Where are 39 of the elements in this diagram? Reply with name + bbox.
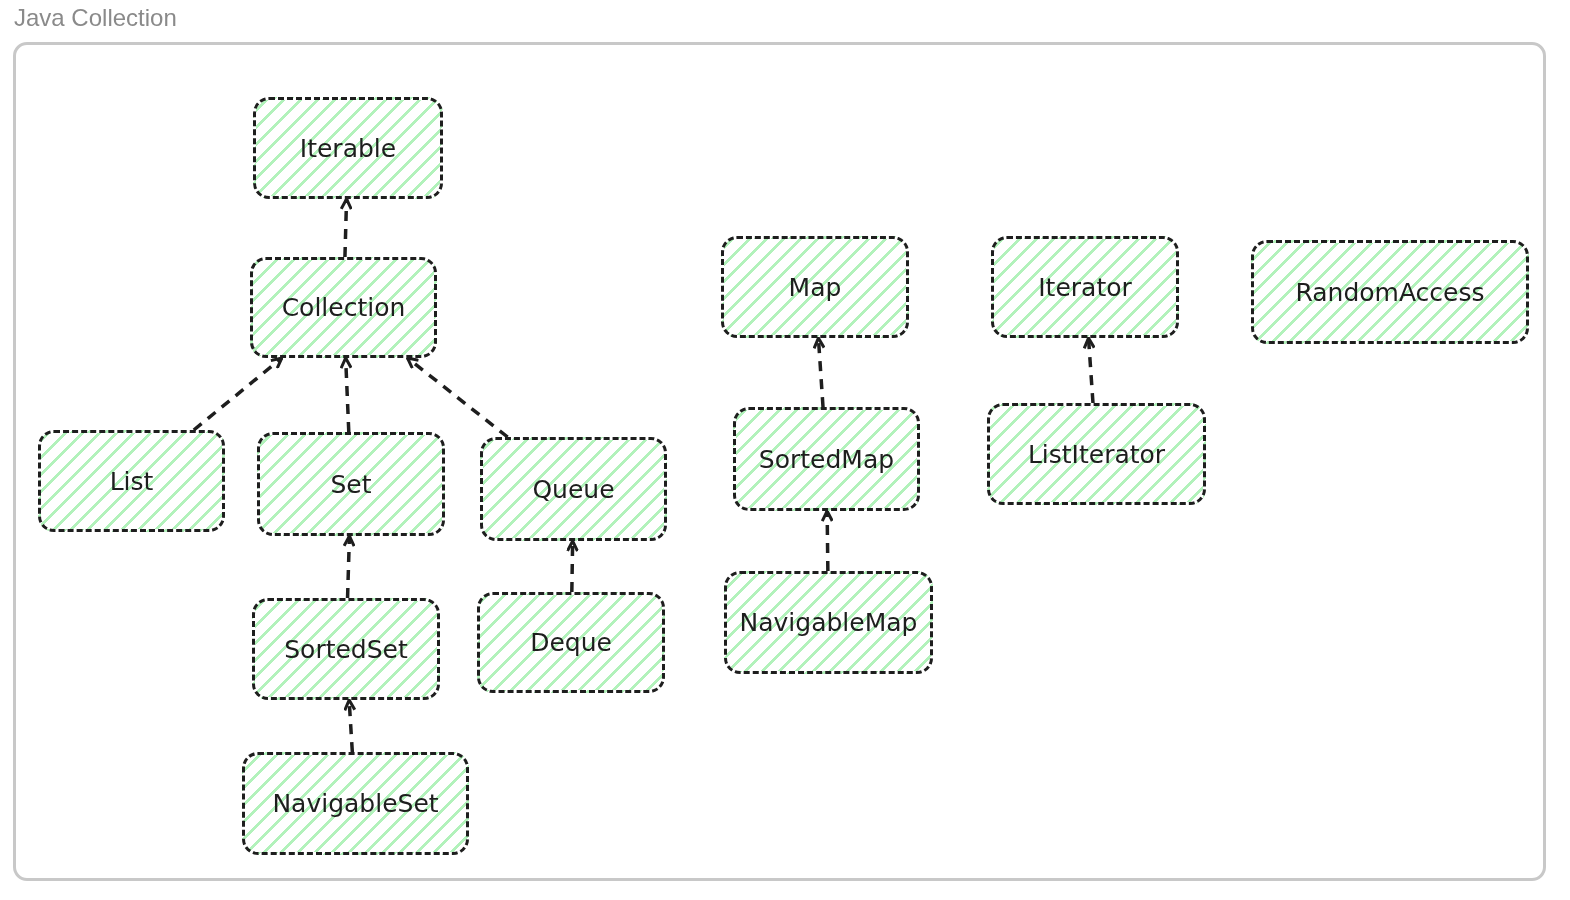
diagram-title: Java Collection bbox=[14, 4, 177, 32]
interface-name: Map bbox=[788, 272, 842, 302]
interface-box bbox=[477, 592, 665, 693]
interface-name: Collection bbox=[281, 293, 406, 322]
interface-name: Deque bbox=[530, 628, 612, 657]
interface-name: Iterable bbox=[299, 133, 397, 163]
arrow bbox=[820, 509, 834, 571]
interface-name: Set bbox=[330, 469, 372, 499]
interface-box bbox=[252, 598, 440, 700]
interface-box bbox=[480, 437, 667, 541]
interface-name: Iterator bbox=[1038, 272, 1132, 302]
interface-name: Queue bbox=[532, 474, 615, 504]
interface-box bbox=[724, 571, 933, 674]
interface-name: RandomAccess bbox=[1295, 277, 1485, 307]
interface-name: List bbox=[109, 466, 154, 496]
interface-box bbox=[253, 97, 443, 199]
interface-box bbox=[242, 752, 469, 855]
interface-box bbox=[987, 403, 1206, 505]
arrow bbox=[339, 356, 353, 433]
interface-name: SortedSet bbox=[284, 634, 408, 664]
arrow bbox=[192, 356, 284, 432]
interface-box bbox=[733, 407, 920, 511]
arrow bbox=[343, 698, 357, 753]
arrow bbox=[406, 356, 509, 439]
arrow bbox=[566, 539, 579, 593]
interface-box bbox=[257, 432, 445, 536]
interface-box bbox=[721, 236, 909, 338]
arrow bbox=[812, 336, 826, 408]
interface-name: SortedMap bbox=[758, 444, 895, 474]
interface-box bbox=[38, 430, 225, 532]
interface-box bbox=[991, 236, 1179, 338]
arrow bbox=[1082, 336, 1096, 404]
interface-box bbox=[1251, 240, 1529, 344]
interface-name: ListIterator bbox=[1027, 439, 1166, 469]
interface-box bbox=[250, 257, 437, 358]
interface-name: NavigableSet bbox=[272, 789, 439, 818]
interface-name: NavigableMap bbox=[739, 608, 918, 637]
arrow bbox=[339, 197, 353, 258]
arrow bbox=[342, 534, 356, 599]
